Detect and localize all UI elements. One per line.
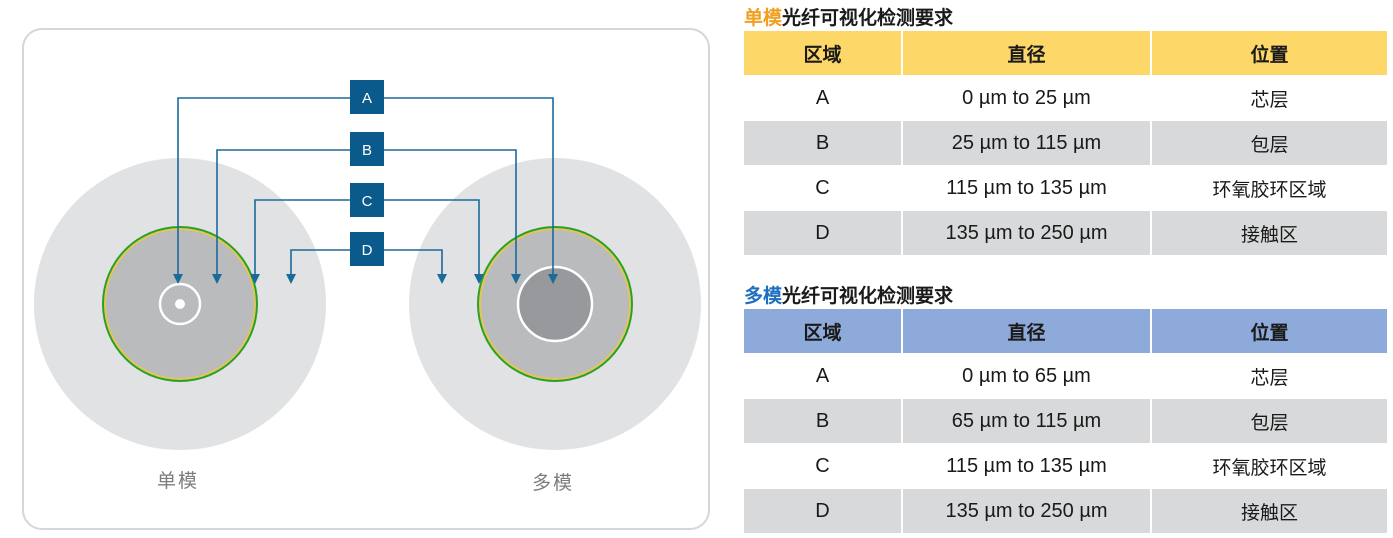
cell-diameter: 25 µm to 115 µm — [902, 120, 1152, 166]
table-row: B 65 µm to 115 µm 包层 — [744, 398, 1387, 444]
single-mode-table: 区域 直径 位置 A 0 µm to 25 µm 芯层 B 25 µm to 1… — [744, 31, 1387, 256]
cell-zone: C — [744, 165, 903, 211]
table-row: A 0 µm to 25 µm 芯层 — [744, 75, 1387, 121]
multi-mode-title: 多模光纤可视化检测要求 — [744, 283, 1387, 309]
svg-text:A: A — [362, 90, 372, 107]
header-location: 位置 — [1151, 31, 1387, 76]
header-zone: 区域 — [744, 309, 903, 354]
title-highlight: 单模 — [744, 7, 783, 29]
table-row: A 0 µm to 65 µm 芯层 — [744, 353, 1387, 399]
title-rest: 光纤可视化检测要求 — [782, 285, 954, 307]
svg-text:B: B — [362, 142, 372, 159]
cell-location: 接触区 — [1151, 488, 1387, 534]
cell-diameter: 115 µm to 135 µm — [902, 165, 1152, 211]
fiber-diagram: A B C D — [34, 80, 701, 450]
multi-mode-caption: 多模 — [531, 472, 574, 494]
cell-diameter: 65 µm to 115 µm — [902, 398, 1152, 444]
cell-diameter: 115 µm to 135 µm — [902, 443, 1152, 489]
svg-text:D: D — [362, 242, 373, 259]
multi-mode-table: 区域 直径 位置 A 0 µm to 65 µm 芯层 B 65 µm to 1… — [744, 309, 1387, 534]
arrow-icon — [212, 274, 222, 284]
arrow-icon — [548, 274, 558, 284]
cell-zone: D — [744, 210, 903, 256]
table-row: D 135 µm to 250 µm 接触区 — [744, 488, 1387, 534]
cell-zone: B — [744, 398, 903, 444]
sm-core — [175, 299, 185, 309]
table-row: D 135 µm to 250 µm 接触区 — [744, 210, 1387, 256]
table-header-row: 区域 直径 位置 — [744, 309, 1387, 354]
cell-zone: A — [744, 353, 903, 399]
cell-location: 芯层 — [1151, 75, 1387, 121]
cell-zone: B — [744, 120, 903, 166]
label-box-d: D — [350, 232, 384, 266]
diagram-panel: A B C D 单模 多模 — [22, 28, 710, 530]
sm-core-ring — [158, 282, 202, 326]
arrow-icon — [474, 274, 484, 284]
mm-core — [516, 265, 594, 343]
header-zone: 区域 — [744, 31, 903, 76]
cell-location: 包层 — [1151, 120, 1387, 166]
header-diameter: 直径 — [902, 31, 1152, 76]
arrow-icon — [437, 274, 447, 284]
leader-arrowheads — [173, 274, 558, 284]
arrow-icon — [250, 274, 260, 284]
cell-location: 接触区 — [1151, 210, 1387, 256]
single-mode-caption: 单模 — [156, 470, 199, 492]
title-highlight: 多模 — [744, 285, 783, 307]
cell-location: 环氧胶环区域 — [1151, 165, 1387, 211]
header-location: 位置 — [1151, 309, 1387, 354]
label-box-c: C — [350, 183, 384, 217]
svg-text:C: C — [362, 193, 373, 210]
cell-diameter: 135 µm to 250 µm — [902, 488, 1152, 534]
table-header-row: 区域 直径 位置 — [744, 31, 1387, 76]
single-mode-fiber — [34, 158, 326, 450]
cell-zone: D — [744, 488, 903, 534]
single-mode-spec: 单模光纤可视化检测要求 区域 直径 位置 A 0 µm to 25 µm 芯层 … — [744, 5, 1387, 256]
label-box-b: B — [350, 132, 384, 166]
cell-diameter: 0 µm to 65 µm — [902, 353, 1152, 399]
header-diameter: 直径 — [902, 309, 1152, 354]
cell-diameter: 135 µm to 250 µm — [902, 210, 1152, 256]
multi-mode-spec: 多模光纤可视化检测要求 区域 直径 位置 A 0 µm to 65 µm 芯层 … — [744, 283, 1387, 534]
cell-diameter: 0 µm to 25 µm — [902, 75, 1152, 121]
arrow-icon — [173, 274, 183, 284]
cell-zone: C — [744, 443, 903, 489]
single-mode-title: 单模光纤可视化检测要求 — [744, 5, 1387, 31]
cell-zone: A — [744, 75, 903, 121]
title-rest: 光纤可视化检测要求 — [782, 7, 954, 29]
table-row: B 25 µm to 115 µm 包层 — [744, 120, 1387, 166]
table-row: C 115 µm to 135 µm 环氧胶环区域 — [744, 443, 1387, 489]
leader-lines — [177, 97, 554, 274]
table-row: C 115 µm to 135 µm 环氧胶环区域 — [744, 165, 1387, 211]
arrow-icon — [286, 274, 296, 284]
arrow-icon — [511, 274, 521, 284]
multi-mode-fiber — [409, 158, 701, 450]
cell-location: 芯层 — [1151, 353, 1387, 399]
cell-location: 包层 — [1151, 398, 1387, 444]
cell-location: 环氧胶环区域 — [1151, 443, 1387, 489]
label-box-a: A — [350, 80, 384, 114]
